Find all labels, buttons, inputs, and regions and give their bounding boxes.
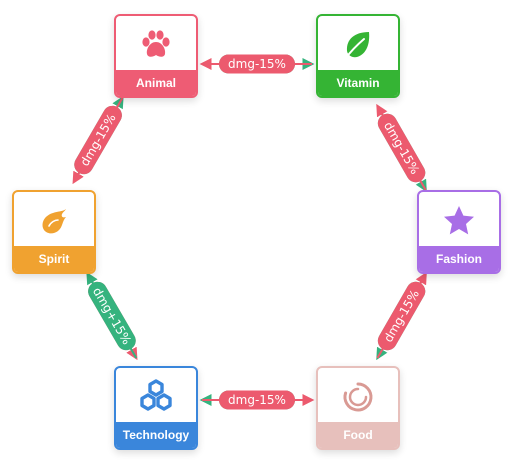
hexagon-cluster-icon: [140, 379, 172, 411]
node-spirit[interactable]: Spirit: [12, 190, 96, 274]
relation-badge-pill: [74, 105, 122, 175]
node-label: Food: [318, 422, 398, 448]
node-icon-area: [116, 16, 196, 74]
node-label: Animal: [116, 70, 196, 96]
relation-badge-pill: [219, 390, 295, 410]
node-vitamin[interactable]: Vitamin: [316, 14, 400, 98]
node-label: Spirit: [14, 246, 94, 272]
relation-label: dmg+15%: [90, 285, 134, 347]
relation-animal-to-spirit: dmg-15%: [72, 97, 124, 185]
star-icon: [444, 206, 474, 235]
node-icon-area: [419, 192, 499, 250]
node-icon-area: [318, 16, 398, 74]
node-icon-area: [116, 368, 196, 426]
node-icon-area: [14, 192, 94, 250]
relation-label: dmg-15%: [381, 287, 422, 344]
relation-badge-pill: [88, 281, 136, 351]
node-icon-area: [318, 368, 398, 426]
relation-label: dmg-15%: [77, 111, 118, 168]
relation-label: dmg-15%: [381, 119, 422, 176]
relation-badge-pill: [377, 281, 426, 351]
node-label: Fashion: [419, 246, 499, 272]
relation-badge: dmg-15%: [377, 281, 426, 351]
relation-label: dmg-15%: [228, 57, 286, 71]
ring-icon: [343, 382, 373, 412]
node-food[interactable]: Food: [316, 366, 400, 450]
relation-badge: dmg-15%: [219, 54, 295, 74]
relation-badge: dmg-15%: [377, 113, 426, 183]
leaf-icon: [344, 32, 370, 60]
relation-badge-pill: [377, 113, 426, 183]
relation-badge: dmg+15%: [88, 281, 136, 351]
node-label: Technology: [116, 422, 196, 448]
paw-icon: [142, 30, 170, 57]
node-label: Vitamin: [318, 70, 398, 96]
node-technology[interactable]: Technology: [114, 366, 198, 450]
flame-icon: [42, 209, 66, 234]
node-animal[interactable]: Animal: [114, 14, 198, 98]
relation-technology-to-food: dmg-15%: [202, 390, 315, 410]
relation-technology-to-spirit: dmg+15%: [86, 271, 138, 359]
relation-fashion-to-vitamin: dmg-15%: [376, 103, 427, 191]
relation-food-to-fashion: dmg-15%: [376, 271, 427, 359]
relation-badge: dmg-15%: [74, 105, 122, 175]
relation-badge-pill: [219, 54, 295, 74]
relation-badge: dmg-15%: [219, 390, 295, 410]
relation-label: dmg-15%: [228, 393, 286, 407]
relation-vitamin-to-animal: dmg-15%: [199, 54, 312, 74]
node-fashion[interactable]: Fashion: [417, 190, 501, 274]
